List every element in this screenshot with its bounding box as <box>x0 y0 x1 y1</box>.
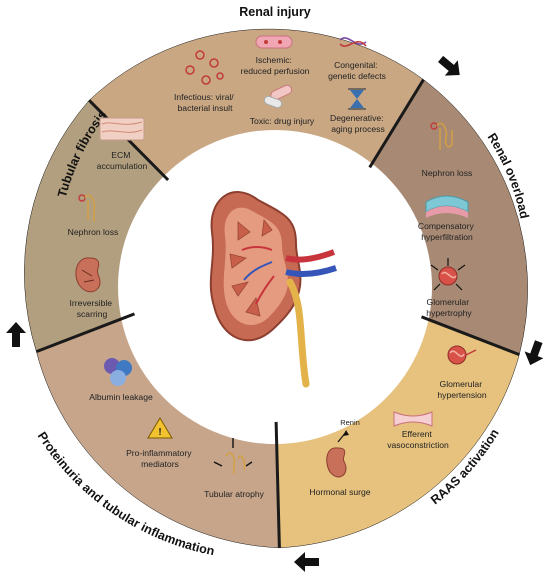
cycle-arrow-bottom <box>294 552 319 572</box>
glomerulus-hypertrophy-icon <box>430 258 466 291</box>
label-ischemic: Ischemic: reduced perfusion <box>241 55 310 76</box>
label-tubular-atrophy: Tubular atrophy <box>204 489 265 499</box>
label-renin: Renin <box>340 418 360 427</box>
dna-icon <box>339 37 367 47</box>
albumin-icon <box>104 358 132 386</box>
hourglass-icon <box>348 88 366 110</box>
nephron-fibrosis-icon <box>78 194 96 222</box>
endothelium-icon <box>425 195 469 218</box>
title-renal-injury: Renal injury <box>239 5 311 19</box>
warning-icon: ! <box>147 417 173 439</box>
kidney-illustration <box>209 191 337 388</box>
ecm-tissue-icon <box>99 117 145 141</box>
label-congenital: Congenital: genetic defects <box>328 60 386 81</box>
glomerulus-hypertension-icon <box>447 345 477 365</box>
renin-arrow-icon <box>337 430 349 443</box>
label-albumin-leakage: Albumin leakage <box>89 392 153 402</box>
label-glomerular-hypertension: Glomerular hypertension <box>437 379 486 400</box>
nephron-icon <box>430 122 453 150</box>
label-irreversible-scarring: Irreversible scarring <box>70 298 115 319</box>
label-hyperfiltration: Compensatory hyperfiltration <box>418 221 476 242</box>
svg-text:!: ! <box>158 427 161 438</box>
virus-icon <box>185 50 224 85</box>
cycle-arrow-left <box>6 322 26 347</box>
label-efferent-vasoconstriction: Efferent vasoconstriction <box>387 429 449 450</box>
pill-icon <box>263 84 293 109</box>
kidney-small-icon <box>326 447 347 478</box>
tubule-atrophy-icon <box>213 438 253 474</box>
scarred-kidney-icon <box>75 257 101 293</box>
label-pro-inflammatory-mediators: Pro-inflammatory mediators <box>126 448 194 469</box>
label-toxic: Toxic: drug injury <box>250 116 315 126</box>
label-nephron-loss-fibrosis: Nephron loss <box>68 227 119 237</box>
cycle-arrow-top-right <box>438 55 460 76</box>
cycle-arrow-right <box>524 340 544 366</box>
label-degenerative: Degenerative: aging process <box>330 113 386 134</box>
label-hormonal-surge: Hormonal surge <box>309 487 370 497</box>
blood-vessel-icon <box>255 35 293 49</box>
label-infectious: Infectious: viral/ bacterial insult <box>174 92 236 113</box>
label-ecm-accumulation: ECM accumulation <box>97 150 148 171</box>
vessel-constriction-icon <box>393 411 433 427</box>
label-nephron-loss-overload: Nephron loss <box>422 168 473 178</box>
label-glomerular-hypertrophy: Glomerular hypertrophy <box>426 297 472 318</box>
